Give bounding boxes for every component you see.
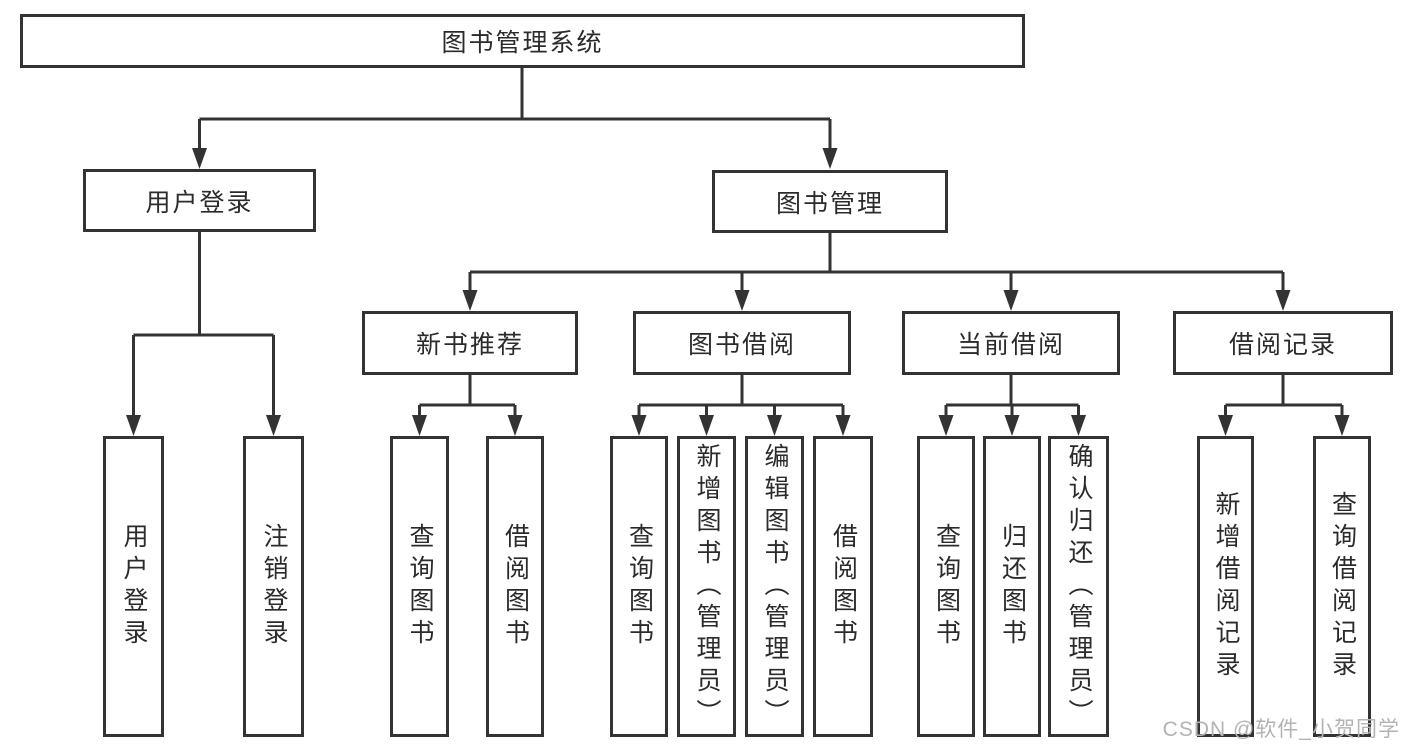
leaf-cb-return-books: 归还图书 <box>983 436 1041 737</box>
leaf-bb-edit-books-admin-label: 编辑图书（管理员） <box>761 442 789 731</box>
leaf-nb-query-books-label: 查询图书 <box>406 522 434 651</box>
node-root: 图书管理系统 <box>20 14 1025 68</box>
node-root-label: 图书管理系统 <box>441 29 604 57</box>
node-new-book-recommend: 新书推荐 <box>362 311 578 375</box>
leaf-cb-query-books-label: 查询图书 <box>932 522 961 651</box>
leaf-nb-borrow-books: 借阅图书 <box>486 436 544 737</box>
node-borrowing-records-label: 借阅记录 <box>1228 331 1337 359</box>
node-new-book-recommend-label: 新书推荐 <box>415 331 524 359</box>
leaf-br-query-record: 查询借阅记录 <box>1313 436 1371 737</box>
leaf-logout-label: 注销登录 <box>260 522 288 651</box>
leaf-logout: 注销登录 <box>243 436 304 737</box>
leaf-user-login: 用户登录 <box>103 436 164 737</box>
leaf-bb-edit-books-admin: 编辑图书（管理员） <box>745 436 804 737</box>
leaf-cb-confirm-return-admin: 确认归还（管理员） <box>1048 436 1109 737</box>
leaf-bb-add-books-admin-label: 新增图书（管理员） <box>693 442 721 731</box>
leaf-bb-add-books-admin: 新增图书（管理员） <box>677 436 736 737</box>
node-user-login: 用户登录 <box>83 169 316 232</box>
node-book-management-label: 图书管理 <box>775 189 884 218</box>
watermark: CSDN @软件_小贺同学 <box>1162 718 1400 741</box>
leaf-cb-query-books: 查询图书 <box>917 436 975 737</box>
leaf-nb-query-books: 查询图书 <box>390 436 449 737</box>
leaf-bb-query-books: 查询图书 <box>610 436 668 737</box>
leaf-cb-confirm-return-admin-label: 确认归还（管理员） <box>1065 442 1093 731</box>
node-book-management: 图书管理 <box>712 170 948 233</box>
node-book-borrowing-label: 图书借阅 <box>687 331 796 359</box>
leaf-bb-borrow-books: 借阅图书 <box>813 436 873 737</box>
node-current-borrowing: 当前借阅 <box>902 311 1120 375</box>
node-borrowing-records: 借阅记录 <box>1173 311 1393 375</box>
leaf-br-query-record-label: 查询借阅记录 <box>1328 490 1357 683</box>
node-current-borrowing-label: 当前借阅 <box>956 331 1065 359</box>
leaf-user-login-label: 用户登录 <box>120 522 148 651</box>
leaf-br-add-record-label: 新增借阅记录 <box>1212 490 1240 683</box>
leaf-cb-return-books-label: 归还图书 <box>998 522 1027 651</box>
node-user-login-label: 用户登录 <box>145 188 254 217</box>
leaf-nb-borrow-books-label: 借阅图书 <box>501 522 530 651</box>
leaf-bb-query-books-label: 查询图书 <box>625 522 654 651</box>
node-book-borrowing: 图书借阅 <box>633 311 851 375</box>
leaf-br-add-record: 新增借阅记录 <box>1197 436 1254 737</box>
leaf-bb-borrow-books-label: 借阅图书 <box>829 522 858 651</box>
